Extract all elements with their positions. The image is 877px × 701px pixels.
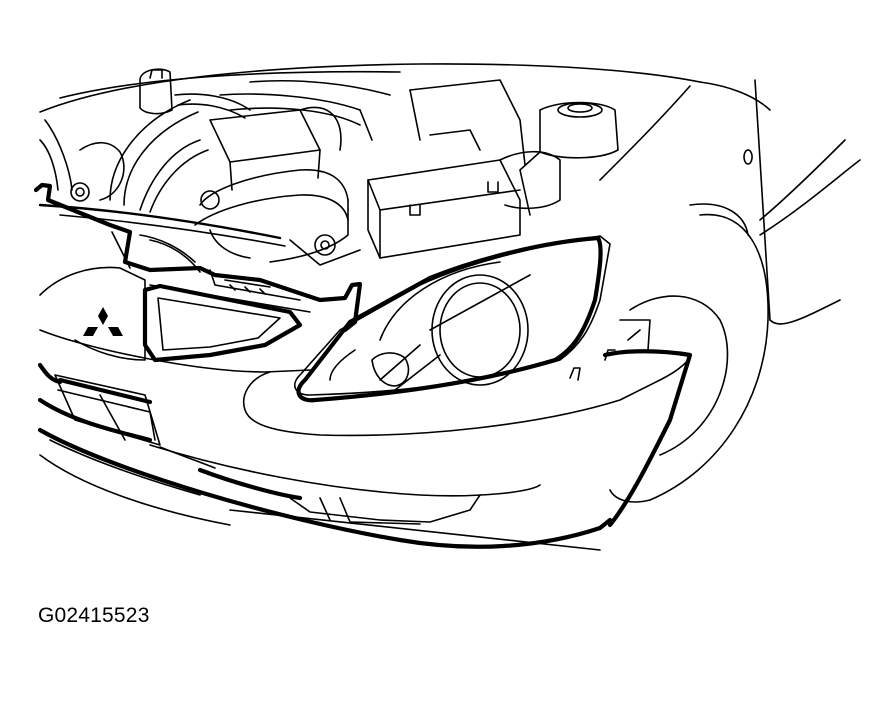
right-fender bbox=[609, 79, 861, 503]
grille bbox=[142, 269, 311, 363]
hood-opening-outline bbox=[39, 63, 771, 181]
headlamp bbox=[294, 235, 611, 403]
emblem-icon bbox=[39, 266, 146, 361]
upper-bar-highlight bbox=[33, 182, 363, 333]
figure-id-label: G02415523 bbox=[38, 604, 150, 627]
bumper-cover bbox=[37, 319, 693, 551]
engine-bay bbox=[38, 68, 619, 266]
